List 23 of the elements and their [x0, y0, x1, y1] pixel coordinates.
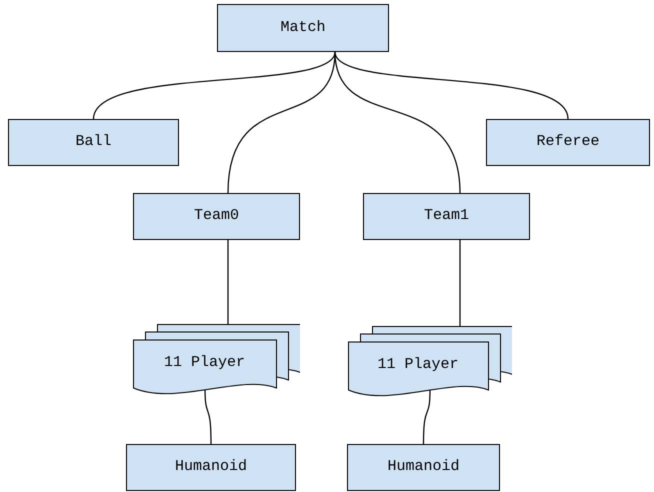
- connector-line: [92, 52, 336, 120]
- node-label: Team1: [424, 206, 469, 226]
- process-box: [133, 193, 300, 240]
- connector-line: [227, 240, 229, 324]
- connector-line: [422, 390, 431, 444]
- process-box: [363, 193, 530, 240]
- process-box: [486, 119, 650, 166]
- connector-line: [459, 240, 461, 326]
- connector-line: [204, 388, 212, 444]
- node-label: 11 Player: [164, 352, 245, 373]
- connector-line: [334, 52, 461, 194]
- node-label: Humanoid: [387, 457, 460, 478]
- process-box: [8, 119, 179, 166]
- node-label: Referee: [536, 132, 600, 152]
- process-box: [126, 444, 296, 491]
- process-box: [347, 444, 500, 491]
- node-label: Team0: [194, 206, 239, 226]
- connector-line: [334, 52, 569, 120]
- node-label: Ball: [75, 132, 112, 152]
- node-label: Match: [280, 18, 326, 38]
- node-label: 11 Player: [377, 354, 458, 375]
- node-label: Humanoid: [174, 457, 247, 478]
- process-box: [217, 4, 389, 52]
